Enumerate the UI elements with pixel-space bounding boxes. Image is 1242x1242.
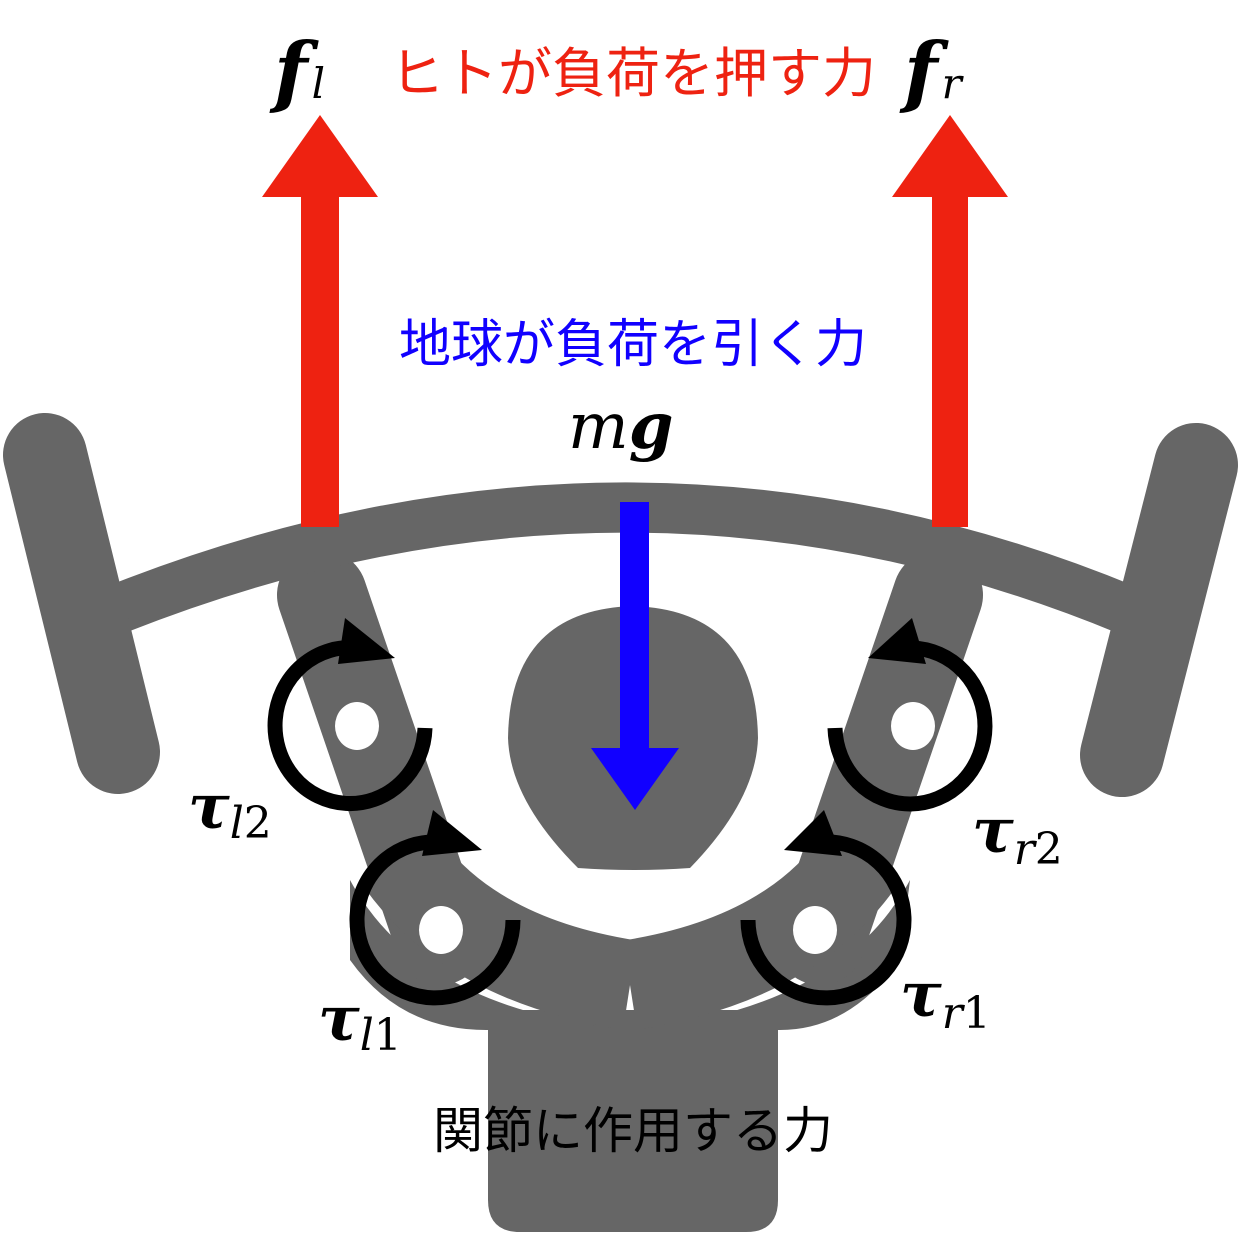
torque-r2-arrow-icon: [827, 618, 993, 812]
torso: [488, 1010, 778, 1232]
joints: [335, 702, 935, 954]
gravity-caption: 地球が負荷を引く力: [399, 315, 867, 375]
right-shoulder-joint: [793, 906, 837, 954]
human-force-caption: ヒトが負荷を押す力: [390, 42, 876, 105]
tau-r1-label: τr1: [900, 958, 991, 1039]
tau-r2-label: τr2: [972, 794, 1063, 875]
f-right-label: fr: [899, 26, 965, 117]
tau-l2-label: τl2: [188, 770, 272, 849]
tau-l1-label: τl1: [318, 982, 402, 1061]
torque-arrows: [267, 618, 993, 1006]
body-figure: [3, 413, 1238, 1232]
right-weight-plate: [1080, 423, 1238, 797]
left-weight-plate: [3, 413, 160, 794]
joint-force-caption: 関節に作用する力: [433, 1102, 833, 1160]
f-left-arrow-icon: [262, 115, 378, 527]
f-left-label: fl: [269, 26, 325, 117]
right-elbow-joint: [891, 702, 935, 750]
torque-l1-arrow-icon: [349, 810, 521, 1006]
left-elbow-joint: [335, 702, 379, 750]
torque-l2-arrow-icon: [267, 618, 433, 812]
gravity-arrow-icon: [591, 502, 679, 810]
f-right-arrow-icon: [892, 115, 1008, 527]
mg-label: mg: [568, 389, 673, 464]
left-shoulder-joint: [419, 906, 463, 954]
left-upper-arm: [363, 833, 638, 1030]
right-upper-arm: [622, 833, 897, 1030]
human-force-arrows: [262, 115, 1008, 527]
torque-r1-arrow-icon: [740, 810, 912, 1006]
